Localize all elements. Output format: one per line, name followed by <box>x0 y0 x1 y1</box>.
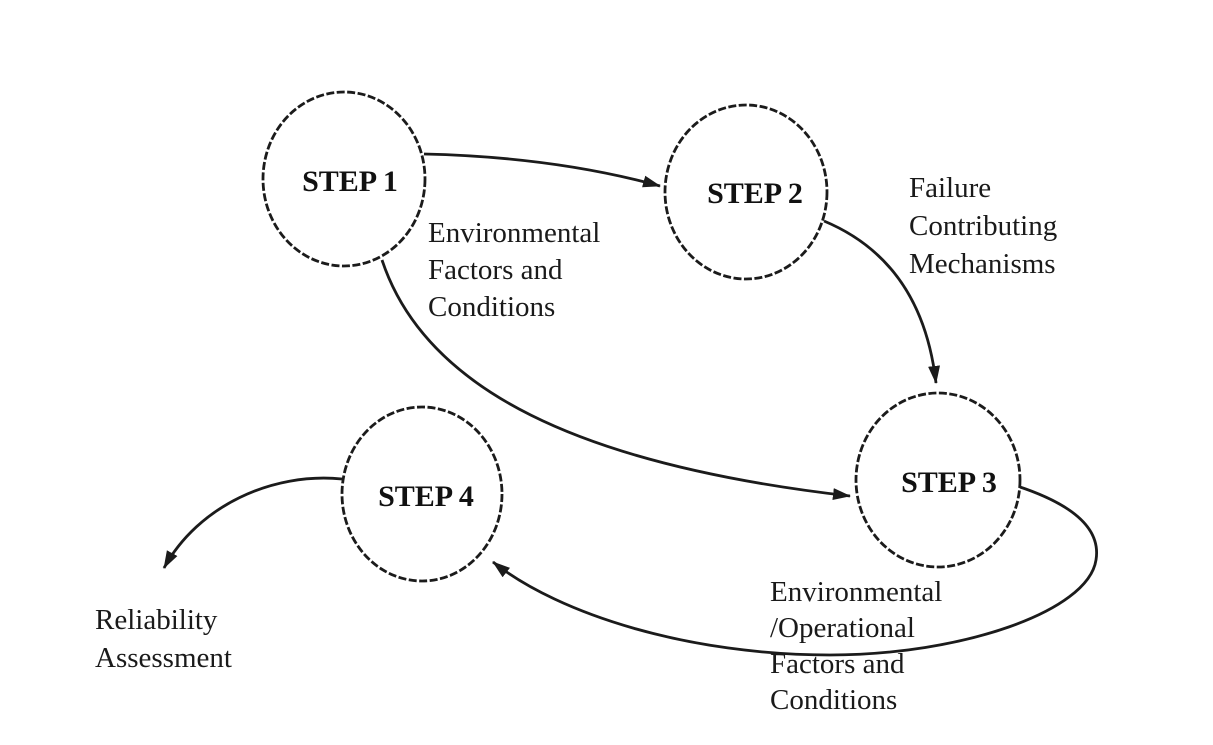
arrow-step4-to-reliability <box>162 476 343 569</box>
step1-label: STEP 1 <box>302 165 398 198</box>
step3-circle <box>854 391 1022 569</box>
environmental-operational-line4: Conditions <box>770 684 897 716</box>
failure-mechanisms-line2: Contributing <box>909 210 1057 242</box>
node-step4: STEP 4 <box>340 405 504 583</box>
reliability-assessment-line1: Reliability <box>95 604 218 636</box>
environmental-operational-line2: /Operational <box>770 612 915 644</box>
reliability-assessment-label: Reliability Assessment <box>95 604 232 674</box>
failure-mechanisms-line3: Mechanisms <box>909 248 1056 280</box>
environmental-factors-line2: Factors and <box>428 254 563 286</box>
environmental-operational-line1: Environmental <box>770 576 942 608</box>
failure-mechanisms-label: Failure Contributing Mechanisms <box>909 172 1057 280</box>
arrow-step1-to-step3 <box>380 259 851 501</box>
failure-mechanisms-line1: Failure <box>909 172 991 204</box>
environmental-factors-label: Environmental Factors and Conditions <box>428 217 600 323</box>
step4-circle <box>340 405 504 583</box>
step3-label: STEP 3 <box>901 466 997 499</box>
environmental-factors-line1: Environmental <box>428 217 600 249</box>
step4-label: STEP 4 <box>378 480 474 513</box>
arrow-step1-to-step2 <box>423 152 661 188</box>
reliability-assessment-line2: Assessment <box>95 642 232 674</box>
node-step1: STEP 1 <box>261 90 427 268</box>
step2-circle <box>663 103 829 281</box>
arrow-step2-to-step3 <box>823 219 940 384</box>
node-step2: STEP 2 <box>663 103 829 281</box>
arrow-step3-to-step4 <box>492 484 1098 657</box>
node-step3: STEP 3 <box>854 391 1022 569</box>
step1-circle <box>261 90 427 268</box>
environmental-operational-label: Environmental /Operational Factors and C… <box>770 576 942 716</box>
step2-label: STEP 2 <box>707 177 803 210</box>
environmental-factors-line3: Conditions <box>428 291 555 323</box>
environmental-operational-line3: Factors and <box>770 648 905 680</box>
